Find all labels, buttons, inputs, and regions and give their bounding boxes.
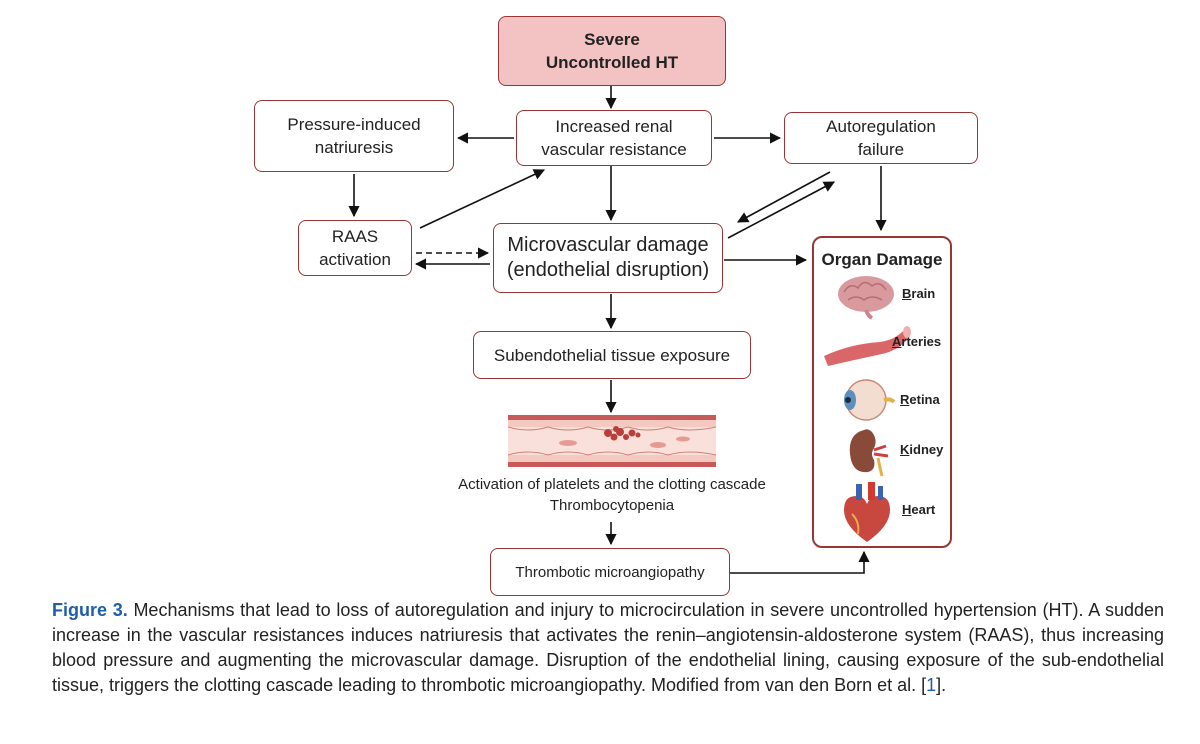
natriuresis-box: Pressure-induced natriuresis (254, 100, 454, 172)
node-line: Pressure-induced (287, 115, 421, 134)
organ-rest: etina (909, 392, 940, 407)
autoregulation-failure-box: Autoregulation failure (784, 112, 978, 164)
organ-label-arteries: Arteries (892, 334, 941, 349)
eye-icon (844, 379, 896, 421)
arrow-raas-to-renal (419, 169, 546, 229)
organ-label-retina: Retina (900, 392, 940, 407)
microvascular-damage-box: Microvascular damage (endothelial disrupt… (493, 223, 723, 293)
caption-text-end: ]. (936, 675, 947, 695)
raas-activation-box: RAAS activation (298, 220, 412, 276)
platelet-activation-text: Activation of platelets and the clotting… (420, 476, 804, 514)
organ-rest: eart (911, 502, 936, 517)
organ-rest: idney (909, 442, 944, 457)
organ-initial: K (900, 442, 910, 457)
heart-icon (844, 482, 890, 542)
brain-icon (838, 276, 894, 320)
node-line: Thrombotic microangiopathy (515, 563, 705, 581)
caption-text: Mechanisms that lead to loss of autoregu… (52, 600, 1164, 695)
figure-label: Figure 3. (52, 600, 128, 620)
blood-vessel-clot-illustration (508, 415, 716, 467)
arrow-micro-to-autoreg (727, 181, 835, 239)
node-line: (endothelial disruption) (506, 259, 710, 281)
platelet-line: Thrombocytopenia (549, 497, 675, 514)
kidney-icon (849, 429, 889, 477)
figure-caption: Figure 3. Mechanisms that lead to loss o… (52, 598, 1164, 698)
organ-rest: rain (911, 286, 936, 301)
node-line: RAAS (331, 227, 379, 246)
node-line: activation (319, 250, 391, 269)
renal-resistance-box: Increased renal vascular resistance (516, 110, 712, 166)
node-line: Subendothelial tissue exposure (493, 345, 731, 365)
node-line: vascular resistance (541, 140, 687, 159)
organ-initial: A (892, 334, 902, 349)
organ-label-kidney: Kidney (900, 442, 943, 457)
node-line: failure (857, 140, 905, 159)
thrombotic-microangiopathy-box: Thrombotic microangiopathy (490, 548, 730, 596)
connector-arrows (348, 86, 887, 574)
organ-damage-panel: Organ Damage Brain Arteries Retina Kidne… (812, 236, 952, 548)
organ-initial: R (900, 392, 910, 407)
node-line: natriuresis (314, 138, 394, 157)
platelet-line: Activation of platelets and the clotting… (458, 476, 766, 493)
artery-icon (824, 326, 911, 366)
organ-initial: B (902, 286, 912, 301)
node-line: Increased renal (555, 117, 673, 136)
arrow-autoreg-to-micro (737, 171, 831, 223)
organ-damage-title: Organ Damage (821, 250, 943, 269)
node-line: Severe (584, 30, 640, 49)
node-line: Microvascular damage (507, 234, 709, 256)
organ-label-heart: Heart (902, 502, 935, 517)
arrow-tma-to-organ (730, 550, 870, 574)
organ-rest: rteries (901, 334, 942, 349)
subendothelial-exposure-box: Subendothelial tissue exposure (473, 331, 751, 379)
caption-reference-link[interactable]: 1 (926, 675, 937, 695)
organ-label-brain: Brain (902, 286, 935, 301)
node-line: Autoregulation (826, 117, 936, 136)
node-line: Uncontrolled HT (545, 53, 679, 72)
organ-initial: H (902, 502, 912, 517)
